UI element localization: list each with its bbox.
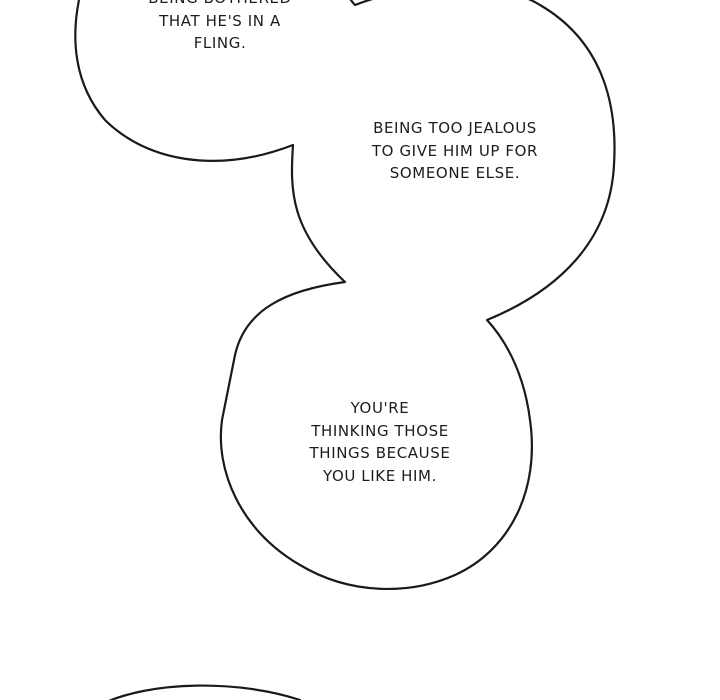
bubble-line: BEING TOO JEALOUS bbox=[373, 119, 537, 137]
bubble-line: THINKING THOSE bbox=[311, 421, 449, 440]
speech-bubble-upper-outline bbox=[74, 0, 616, 591]
speech-bubble-middle-text: BEING TOO JEALOUS TO GIVE HIM UP FOR SOM… bbox=[335, 117, 575, 185]
bubble-line: THAT HE'S IN A bbox=[159, 11, 281, 30]
bubble-line: YOU LIKE HIM. bbox=[323, 466, 437, 485]
bubble-line: TO GIVE HIM UP FOR bbox=[371, 141, 539, 160]
bubble-line: SOMEONE ELSE. bbox=[389, 164, 521, 182]
bubble-line: THINGS BECAUSE bbox=[309, 444, 451, 462]
bubble-line: FLING. bbox=[193, 34, 247, 52]
bubble-line: BEING BOTHERED bbox=[120, 0, 320, 10]
speech-bubble-lower-text: YOU'RE THINKING THOSE THINGS BECAUSE YOU… bbox=[285, 397, 475, 487]
speech-bubble-top-text: BEING BOTHERED THAT HE'S IN A FLING. bbox=[120, 0, 320, 55]
bubble-line: YOU'RE bbox=[350, 399, 410, 417]
speech-bubble-bottom-outline bbox=[108, 684, 302, 700]
